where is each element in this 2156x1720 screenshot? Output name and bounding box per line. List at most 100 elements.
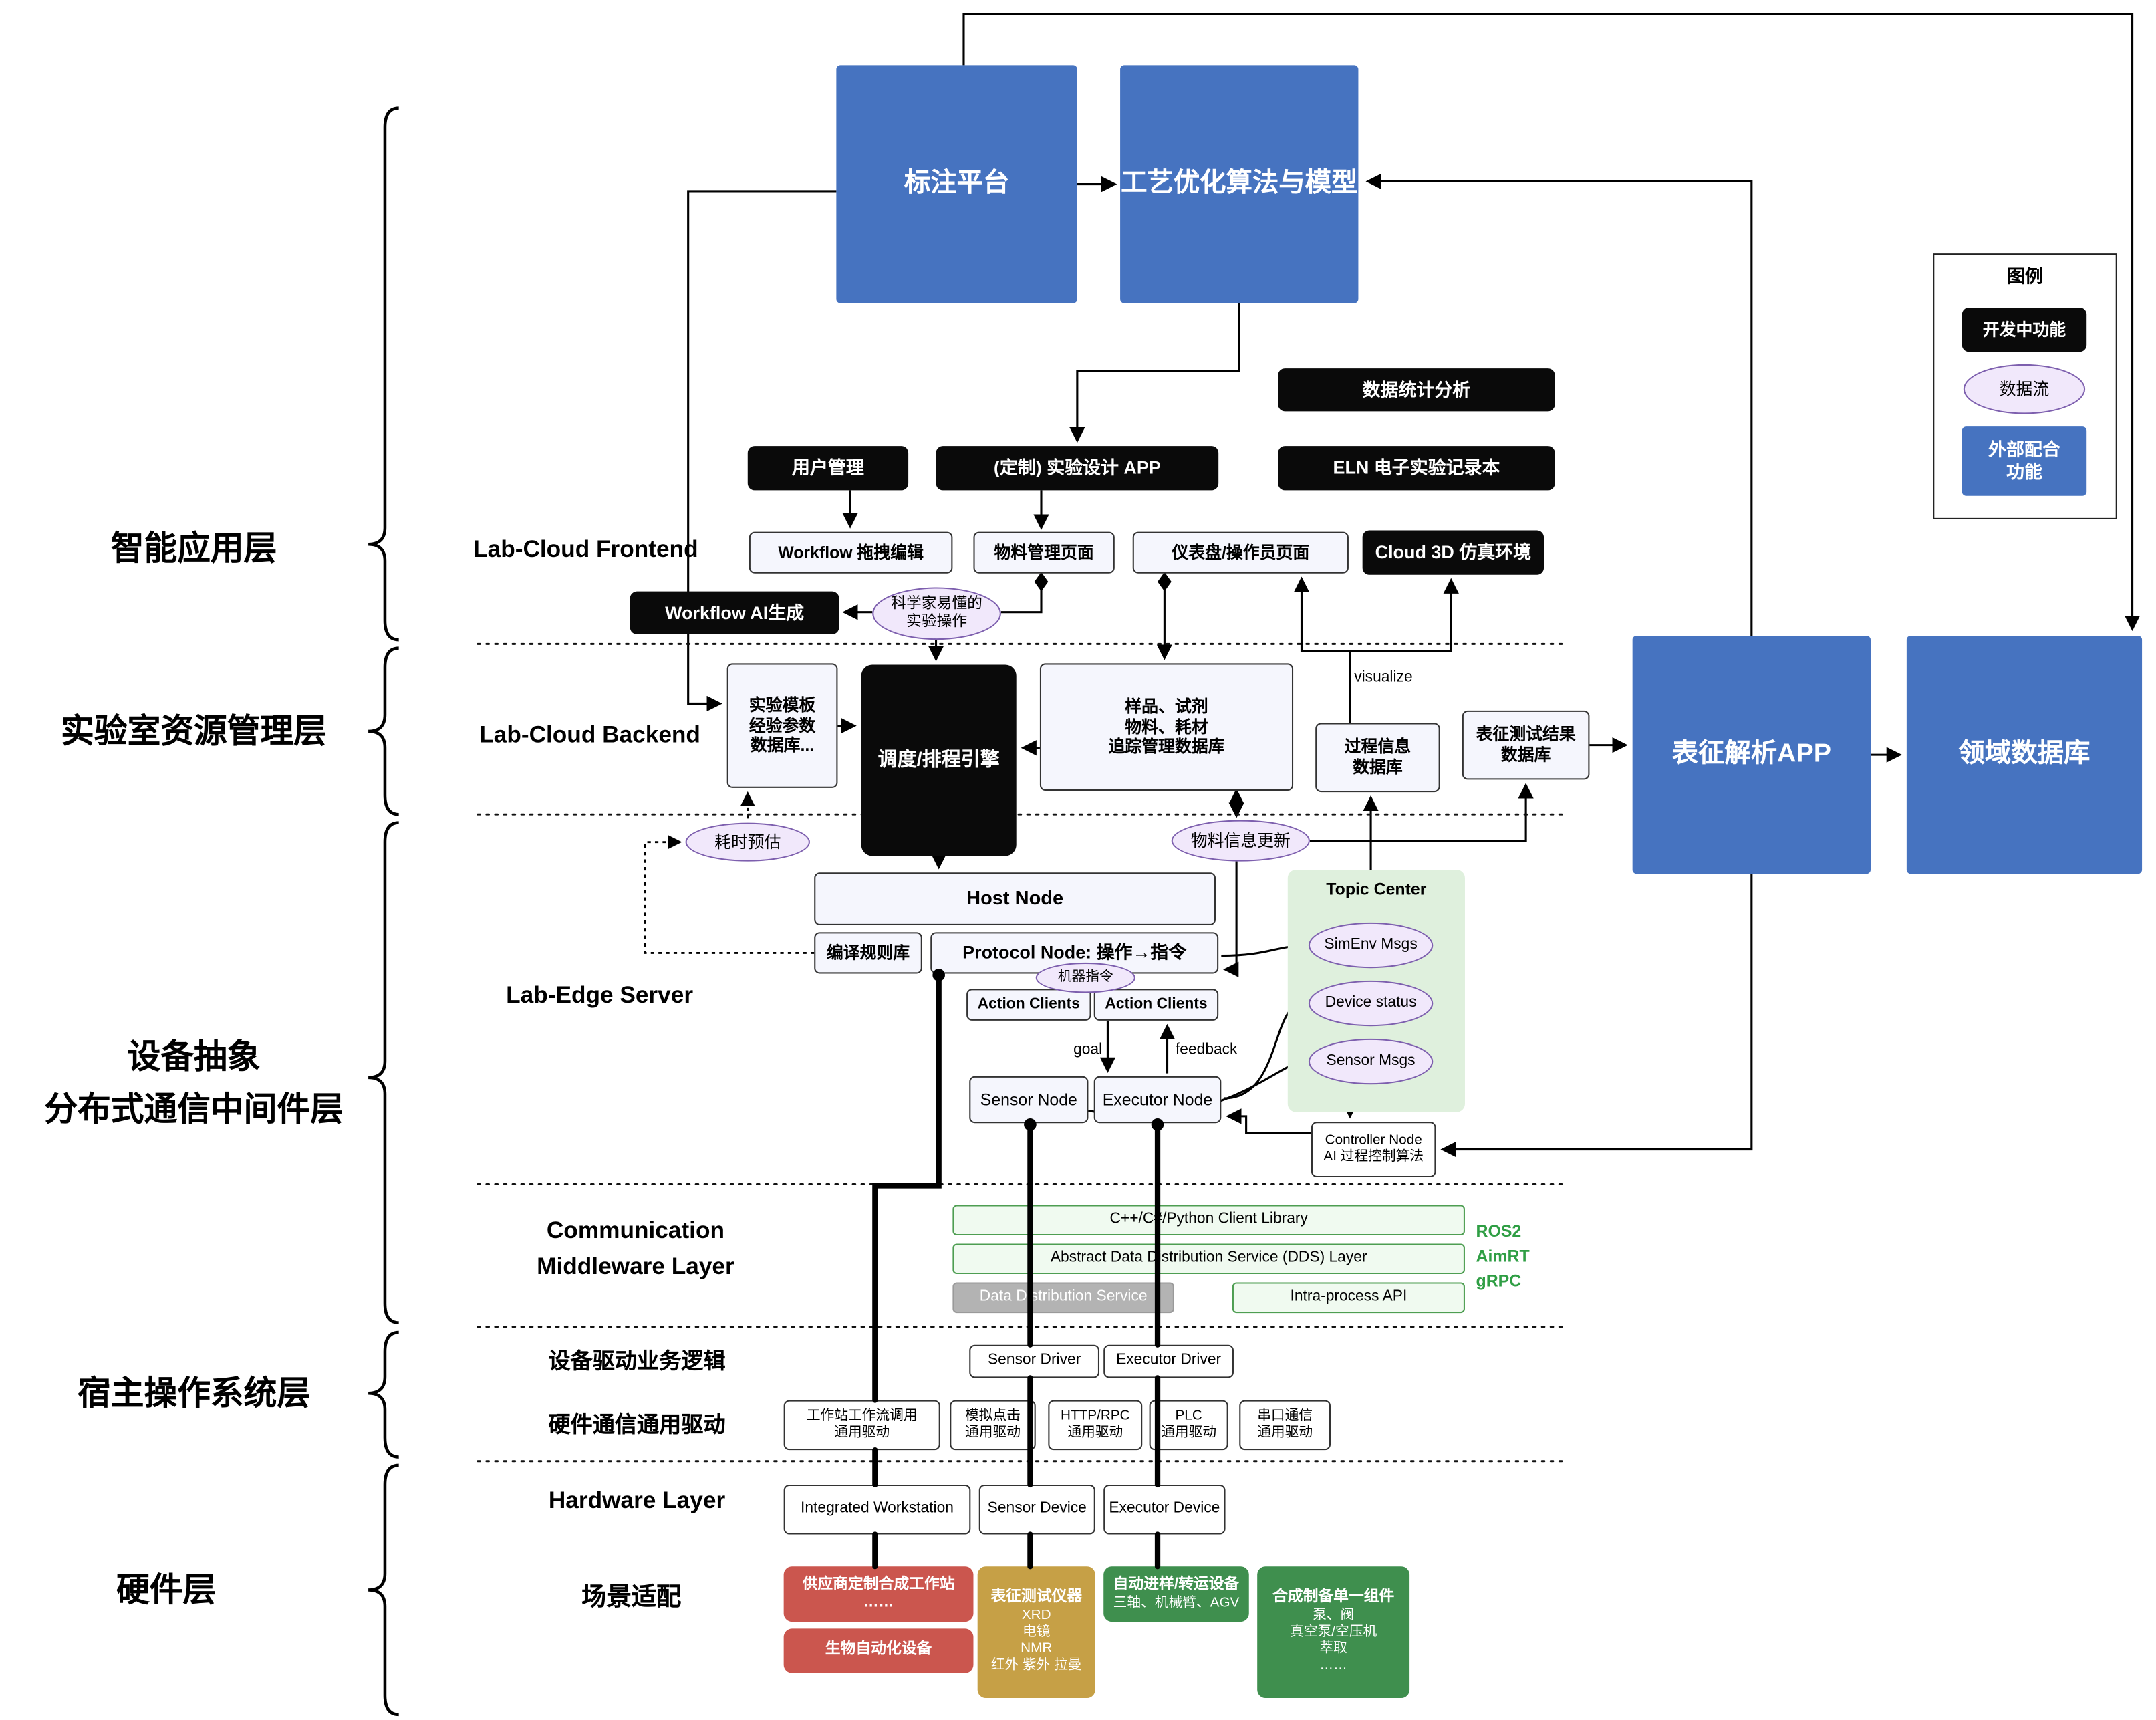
material-update-flow: 物料信息更新 — [1171, 820, 1310, 862]
simenv-msgs-flow: SimEnv Msgs — [1308, 922, 1434, 969]
time-estimate-flow: 耗时预估 — [685, 822, 811, 862]
sensor-driver-box: Sensor Driver — [969, 1344, 1100, 1378]
synth-line: 泵、阀 — [1313, 1608, 1355, 1623]
material-page-box: 物料管理页面 — [973, 531, 1115, 574]
lab-edge-server-label: Lab-Edge Server — [506, 981, 694, 1009]
sci-ops-line2: 实验操作 — [906, 613, 968, 630]
transfer-title: 自动进样/转运设备 — [1113, 1576, 1240, 1593]
diamond-connectors — [1034, 572, 1172, 592]
result-db-line1: 表征测试结果 — [1476, 725, 1576, 745]
layer-label-device-abstraction: 设备抽象 — [127, 1038, 261, 1076]
driver-http-box: HTTP/RPC 通用驱动 — [1048, 1400, 1143, 1451]
sample-db-line3: 追踪管理数据库 — [1108, 737, 1225, 757]
cloud-3d-box: Cloud 3D 仿真环境 — [1362, 530, 1544, 575]
synth-title: 合成制备单一组件 — [1272, 1589, 1395, 1606]
action-clients-box-1: Action Clients — [966, 989, 1091, 1021]
rule-lib-box: 编译规则库 — [814, 932, 922, 974]
synth-line: …… — [1319, 1658, 1347, 1674]
legend-external-line2: 功能 — [2006, 461, 2042, 482]
executor-driver-box: Executor Driver — [1103, 1344, 1234, 1378]
grpc-label: gRPC — [1476, 1271, 1522, 1291]
domain-db-box: 领域数据库 — [1906, 635, 2143, 874]
process-optimization-box: 工艺优化算法与模型 — [1120, 65, 1359, 303]
transfer-line: 三轴、机械臂、AGV — [1113, 1594, 1240, 1610]
user-mgmt-box: 用户管理 — [747, 446, 909, 491]
ros2-label: ROS2 — [1476, 1221, 1522, 1241]
integrated-workstation-box: Integrated Workstation — [783, 1484, 971, 1535]
char-analysis-app-box: 表征解析APP — [1632, 635, 1871, 874]
legend-dataflow-item: 数据流 — [1963, 364, 2086, 414]
legend-developing-item: 开发中功能 — [1962, 307, 2087, 352]
char-inst-line: XRD — [1021, 1608, 1051, 1623]
synth-line: 萃取 — [1319, 1641, 1347, 1657]
driver-line: 模拟点击 — [965, 1408, 1021, 1424]
synth-component-box: 合成制备单一组件 泵、阀 真空泵/空压机 萃取 …… — [1257, 1566, 1410, 1699]
layer-label-middleware: 分布式通信中间件层 — [44, 1091, 344, 1129]
legend-title: 图例 — [2007, 265, 2043, 287]
workflow-ai-box: Workflow AI生成 — [630, 591, 839, 634]
vendor-line1: 供应商定制合成工作站 — [802, 1575, 955, 1592]
template-db-box: 实验模板 经验参数 数据库... — [726, 663, 838, 788]
hardware-layer-label: Hardware Layer — [548, 1487, 726, 1514]
dotted-arrows — [644, 791, 815, 954]
driver-click-box: 模拟点击 通用驱动 — [950, 1400, 1036, 1451]
sample-db-line1: 样品、试剂 — [1125, 697, 1208, 717]
char-inst-line: 电镜 — [1023, 1624, 1051, 1640]
sample-db-box: 样品、试剂 物料、耗材 追踪管理数据库 — [1039, 663, 1294, 791]
driver-line: 通用驱动 — [1067, 1425, 1123, 1441]
driver-plc-box: PLC 通用驱动 — [1149, 1400, 1228, 1451]
driver-line: 通用驱动 — [1257, 1425, 1313, 1441]
sensor-node-box: Sensor Node — [969, 1076, 1089, 1124]
layer-braces — [368, 106, 399, 1717]
layer-label-hardware: 硬件层 — [116, 1572, 217, 1610]
process-db-line2: 数据库 — [1353, 757, 1403, 777]
result-db-box: 表征测试结果 数据库 — [1462, 710, 1590, 780]
layer-label-intelligent-app: 智能应用层 — [110, 530, 277, 568]
controller-node-line2: AI 过程控制算法 — [1323, 1149, 1424, 1165]
synth-line: 真空泵/空压机 — [1290, 1624, 1377, 1640]
visualize-label: visualize — [1354, 668, 1413, 686]
controller-node-box: Controller Node AI 过程控制算法 — [1311, 1122, 1436, 1178]
lab-cloud-frontend-label: Lab-Cloud Frontend — [473, 535, 698, 563]
action-clients-box-2: Action Clients — [1093, 989, 1219, 1021]
driver-line: PLC — [1175, 1408, 1202, 1424]
lab-cloud-backend-label: Lab-Cloud Backend — [479, 721, 700, 748]
protocol-node-box: Protocol Node: 操作→指令 — [930, 932, 1219, 974]
driver-line: 通用驱动 — [834, 1425, 890, 1441]
legend-external-line1: 外部配合 — [1988, 439, 2060, 461]
driver-line: 串口通信 — [1257, 1408, 1313, 1424]
machine-cmd-flow: 机器指令 — [1035, 962, 1135, 993]
transfer-device-box: 自动进样/转运设备 三轴、机械臂、AGV — [1103, 1566, 1249, 1622]
data-stats-box: 数据统计分析 — [1278, 368, 1555, 412]
sensor-device-box: Sensor Device — [978, 1484, 1095, 1535]
result-db-line2: 数据库 — [1500, 745, 1551, 765]
goal-label: goal — [1073, 1041, 1103, 1058]
workflow-edit-box: Workflow 拖拽编辑 — [749, 531, 953, 574]
driver-line: 通用驱动 — [965, 1425, 1021, 1441]
executor-device-box: Executor Device — [1103, 1484, 1226, 1535]
legend-external-item: 外部配合 功能 — [1962, 426, 2087, 496]
host-node-box: Host Node — [814, 872, 1216, 925]
device-status-flow: Device status — [1308, 980, 1434, 1027]
vendor-workstation-box: 供应商定制合成工作站 …… — [783, 1566, 974, 1622]
layer-label-lab-resource: 实验室资源管理层 — [61, 713, 327, 751]
driver-workstation-box: 工作站工作流调用 通用驱动 — [783, 1400, 940, 1451]
driver-logic-label: 设备驱动业务逻辑 — [548, 1350, 726, 1374]
layer-label-host-os: 宿主操作系统层 — [78, 1375, 311, 1413]
layer-separators — [477, 642, 1563, 1463]
bio-automation-box: 生物自动化设备 — [783, 1628, 974, 1673]
dds-box: Data Distribution Service — [952, 1282, 1174, 1314]
char-inst-line: 红外 紫外 拉曼 — [990, 1658, 1082, 1674]
controller-node-line1: Controller Node — [1325, 1132, 1422, 1148]
dashboard-page-box: 仪表盘/操作员页面 — [1132, 531, 1349, 574]
annotation-platform-box: 标注平台 — [836, 65, 1077, 303]
comm-label-line1: Communication — [546, 1217, 725, 1244]
template-db-line2: 经验参数 — [749, 715, 816, 735]
char-inst-line: NMR — [1021, 1641, 1053, 1657]
sample-db-line2: 物料、耗材 — [1125, 717, 1208, 737]
topic-center-title: Topic Center — [1326, 879, 1427, 899]
driver-line: HTTP/RPC — [1060, 1408, 1130, 1424]
eln-box: ELN 电子实验记录本 — [1278, 446, 1555, 491]
